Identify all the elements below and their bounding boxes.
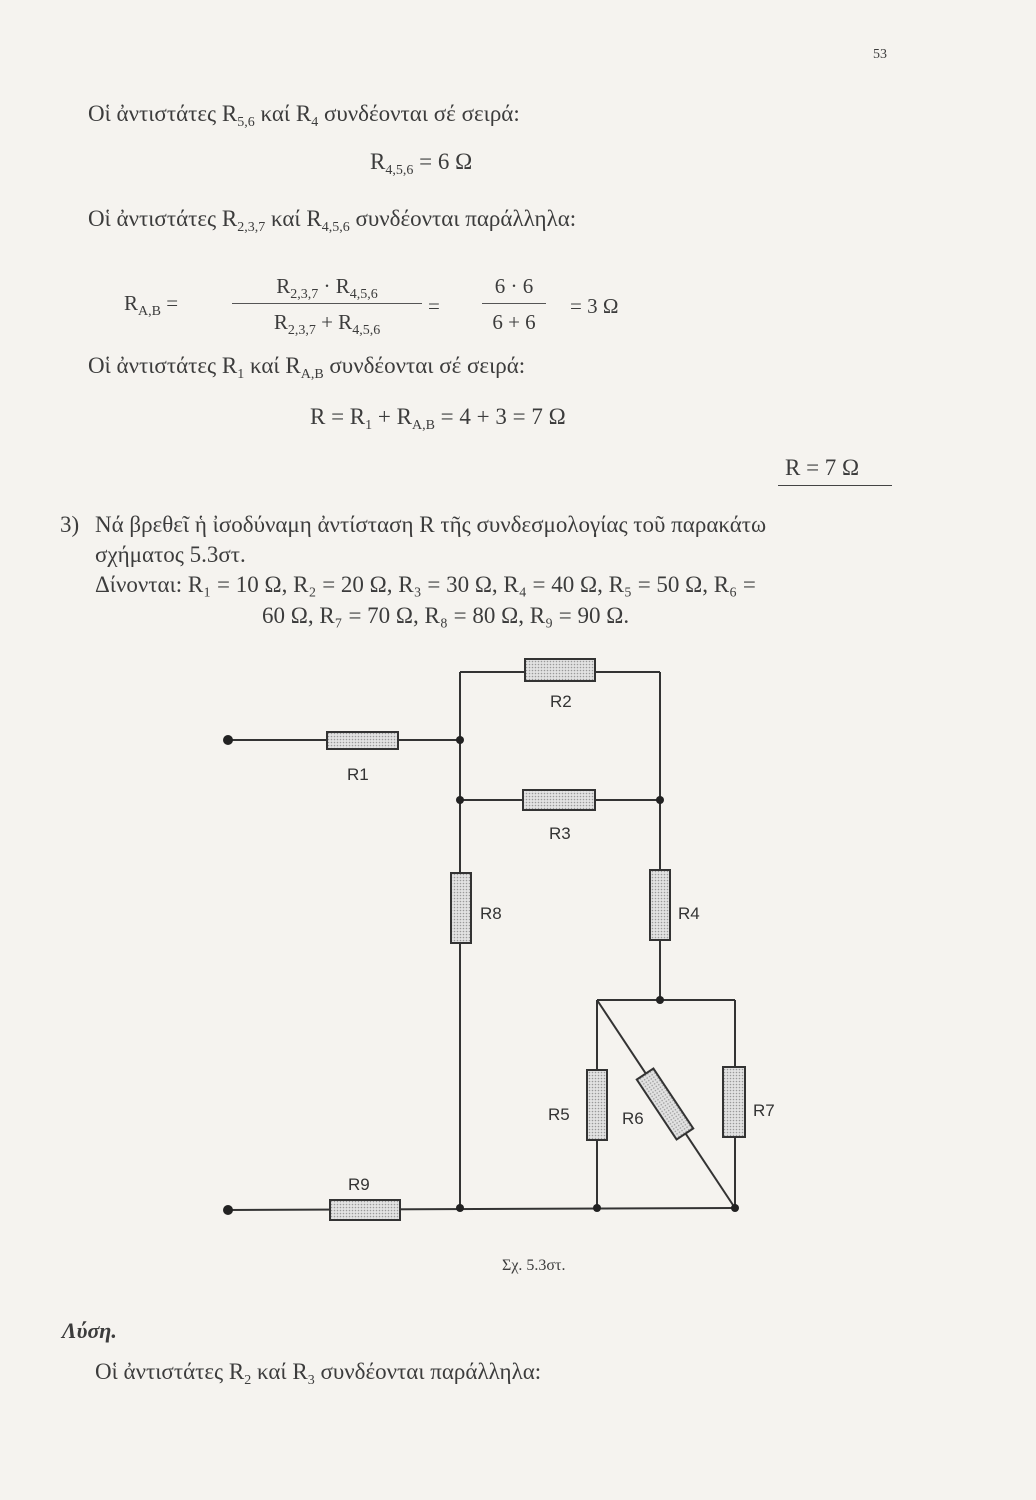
label-r2: R2 xyxy=(550,692,572,711)
label-r4: R4 xyxy=(678,904,700,923)
label-r7: R7 xyxy=(753,1101,775,1120)
resistor-r5 xyxy=(586,1069,608,1141)
resistor-r8 xyxy=(450,872,472,944)
rab-lhs: RA,B = xyxy=(124,291,179,319)
page-number: 53 xyxy=(873,47,887,62)
node xyxy=(656,796,664,804)
terminal-a xyxy=(223,735,233,745)
node xyxy=(593,1204,601,1212)
answer-result: R = 7 Ω xyxy=(785,455,860,480)
problem-number: 3) xyxy=(60,512,80,537)
node xyxy=(456,736,464,744)
problem-text: Νά βρεθεῖ ἡ ἰσοδύναμη ἀντίσταση R τῆς συ… xyxy=(95,512,767,537)
fraction-numeric: 6 · 6 6 + 6 xyxy=(482,274,546,335)
figure-caption: Σχ. 5.3στ. xyxy=(502,1257,566,1274)
resistor-r9 xyxy=(329,1199,401,1221)
label-r8: R8 xyxy=(480,904,502,923)
given-values-cont: 60 Ω, R₇ = 70 Ω, R₈ = 80 Ω, R₉ = 90 Ω. xyxy=(262,603,630,628)
text-line: Οἱ ἀντιστάτες R5,6 καί R4 συνδέονται σέ … xyxy=(88,101,520,130)
rab-result: = 3 Ω xyxy=(570,294,619,318)
equation-r456: R4,5,6 = 6 Ω xyxy=(370,149,473,178)
text-line: Οἱ ἀντιστάτες R2,3,7 καί R4,5,6 συνδέοντ… xyxy=(88,206,577,235)
resistor-r6 xyxy=(635,1067,695,1141)
equals-sign: = xyxy=(428,294,440,318)
label-r1: R1 xyxy=(347,765,369,784)
given-values: Δίνονται: R₁ = 10 Ω, R₂ = 20 Ω, R₃ = 30 … xyxy=(95,572,756,597)
resistor-r7 xyxy=(722,1066,746,1138)
text-line: Οἱ ἀντιστάτες R1 καί RA,B συνδέονται σέ … xyxy=(88,353,526,382)
node xyxy=(656,996,664,1004)
terminal-b xyxy=(223,1205,233,1215)
resistor-r1 xyxy=(326,731,399,750)
node xyxy=(456,1204,464,1212)
fraction-formula: R2,3,7 · R4,5,6 R2,3,7 + R4,5,6 xyxy=(232,274,422,338)
label-r6: R6 xyxy=(622,1109,644,1128)
solution-text: Οἱ ἀντιστάτες R2 καί R3 συνδέονται παράλ… xyxy=(95,1359,542,1388)
equation-total: R = R1 + RA,B = 4 + 3 = 7 Ω xyxy=(310,404,566,433)
label-r9: R9 xyxy=(348,1175,370,1194)
solution-heading: Λύση. xyxy=(62,1318,117,1343)
label-r3: R3 xyxy=(549,824,571,843)
problem-text: σχήματος 5.3στ. xyxy=(95,542,246,567)
node xyxy=(456,796,464,804)
label-r5: R5 xyxy=(548,1105,570,1124)
resistor-r3 xyxy=(522,789,596,811)
node xyxy=(731,1204,739,1212)
answer-underline xyxy=(778,485,892,486)
resistor-r4 xyxy=(649,869,671,941)
resistor-r2 xyxy=(524,658,596,682)
